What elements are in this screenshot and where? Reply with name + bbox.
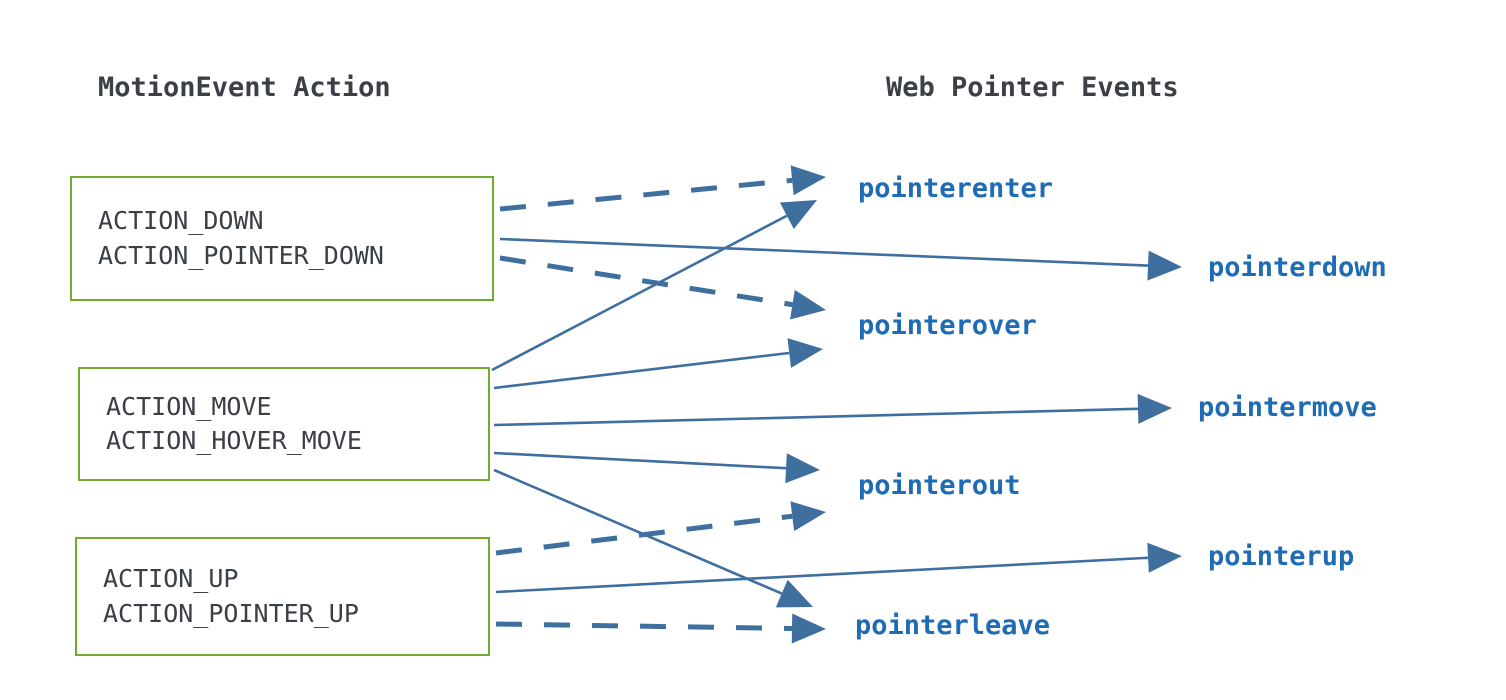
conn-down-to-pointerdown-arrowhead-icon <box>1147 250 1182 281</box>
conn-move-to-pointerover-line <box>493 351 790 390</box>
action-box-up-line-2: ACTION_POINTER_UP <box>103 598 359 628</box>
conn-move-to-pointerleave-arrowhead-icon <box>775 579 813 608</box>
event-label-pointermove[interactable]: pointermove <box>1198 392 1377 423</box>
header-web-pointer-events: Web Pointer Events <box>886 72 1179 103</box>
conn-move-to-pointerout-arrowhead-icon <box>785 453 820 484</box>
action-box-move-line-2: ACTION_HOVER_MOVE <box>106 426 362 455</box>
header-motionevent-action: MotionEvent Action <box>98 72 391 103</box>
action-box-down-line-2: ACTION_POINTER_DOWN <box>98 240 384 270</box>
action-box-up-line-1: ACTION_UP <box>103 564 239 593</box>
conn-down-to-pointerdown <box>499 237 1182 281</box>
conn-up-to-pointerup-line <box>495 556 1149 594</box>
conn-move-to-pointermove <box>493 393 1172 427</box>
conn-down-to-pointerover-line <box>499 255 793 308</box>
conn-move-to-pointerover-arrowhead-icon <box>787 338 823 368</box>
event-label-pointerup[interactable]: pointerup <box>1208 541 1355 572</box>
conn-move-to-pointerover <box>493 338 823 390</box>
action-box-down[interactable]: ACTION_DOWN ACTION_POINTER_DOWN <box>70 176 494 301</box>
conn-move-to-pointerleave <box>493 468 813 608</box>
conn-down-to-pointerenter-line <box>499 177 793 212</box>
conn-move-to-pointerout-line <box>493 451 787 470</box>
conn-down-to-pointerenter-arrowhead-icon <box>790 165 826 196</box>
conn-up-to-pointerup-arrowhead-icon <box>1147 542 1182 573</box>
event-label-pointerenter[interactable]: pointerenter <box>858 173 1054 204</box>
conn-move-to-pointerenter <box>491 200 817 372</box>
action-box-up[interactable]: ACTION_UP ACTION_POINTER_UP <box>75 537 490 656</box>
conn-up-to-pointerout-arrowhead-icon <box>790 501 826 532</box>
conn-move-to-pointermove-arrowhead-icon <box>1137 393 1172 424</box>
conn-up-to-pointerout-line <box>495 513 793 556</box>
action-box-down-line-1: ACTION_DOWN <box>98 206 264 235</box>
conn-move-to-pointerenter-arrowhead-icon <box>779 200 817 230</box>
conn-move-to-pointerleave-line <box>493 468 783 595</box>
conn-up-to-pointerup <box>495 542 1182 594</box>
action-box-move[interactable]: ACTION_MOVE ACTION_HOVER_MOVE <box>78 367 490 481</box>
conn-down-to-pointerover <box>499 255 826 320</box>
conn-up-to-pointerleave-line <box>495 621 793 631</box>
conn-up-to-pointerout <box>495 501 826 556</box>
action-box-move-line-1: ACTION_MOVE <box>106 391 272 421</box>
conn-down-to-pointerover-arrowhead-icon <box>790 289 826 320</box>
event-label-pointerleave[interactable]: pointerleave <box>855 610 1051 641</box>
conn-move-to-pointermove-line <box>493 407 1139 427</box>
event-label-pointerover[interactable]: pointerover <box>858 310 1037 341</box>
event-label-pointerout[interactable]: pointerout <box>858 470 1021 501</box>
conn-up-to-pointerleave <box>495 613 826 644</box>
conn-down-to-pointerenter <box>499 165 826 212</box>
conn-move-to-pointerenter-line <box>491 214 788 372</box>
conn-move-to-pointerout <box>493 451 820 484</box>
conn-up-to-pointerleave-arrowhead-icon <box>791 613 826 644</box>
event-label-pointerdown[interactable]: pointerdown <box>1208 252 1387 283</box>
conn-down-to-pointerdown-line <box>499 237 1149 267</box>
